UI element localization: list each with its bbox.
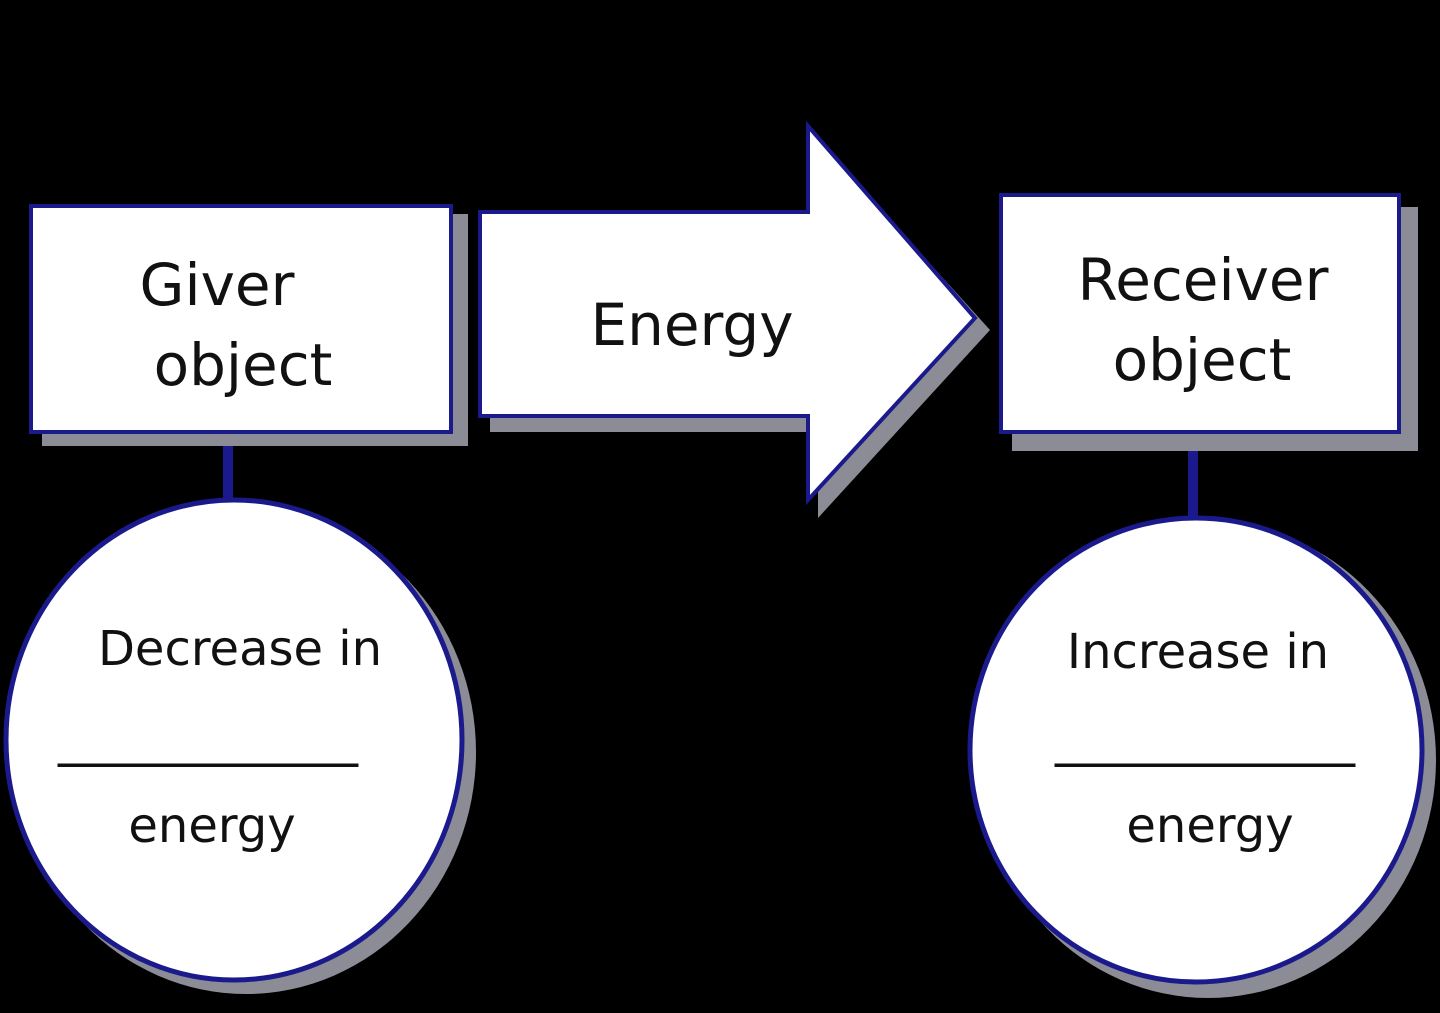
- receiver-circle-body: [967, 515, 1425, 985]
- receiver-box-line2: object: [1113, 326, 1292, 394]
- giver-box-body: [29, 204, 453, 434]
- receiver-object-box: Receiver object: [999, 193, 1418, 451]
- receiver-energy-circle: Increase in ____________ energy: [967, 515, 1436, 998]
- energy-arrow: Energy: [478, 120, 990, 518]
- giver-object-box: Giver object: [29, 204, 468, 446]
- receiver-box-line1: Receiver: [1078, 246, 1329, 314]
- receiver-circle-line1: Increase in: [1067, 624, 1329, 680]
- giver-energy-circle: Decrease in ____________ energy: [3, 497, 476, 994]
- giver-circle-line2: energy: [128, 798, 295, 854]
- energy-arrow-body: [478, 120, 978, 506]
- receiver-box-body: [999, 193, 1401, 434]
- giver-circle-body: [3, 497, 465, 983]
- receiver-circle-line2: energy: [1126, 798, 1293, 854]
- energy-arrow-label: Energy: [590, 291, 793, 359]
- giver-box-line2: object: [154, 331, 333, 399]
- receiver-circle-blank: ____________: [1054, 709, 1356, 767]
- giver-box-line1: Giver: [140, 251, 295, 319]
- giver-circle-blank: ____________: [57, 709, 359, 767]
- giver-circle-line1: Decrease in: [98, 621, 382, 677]
